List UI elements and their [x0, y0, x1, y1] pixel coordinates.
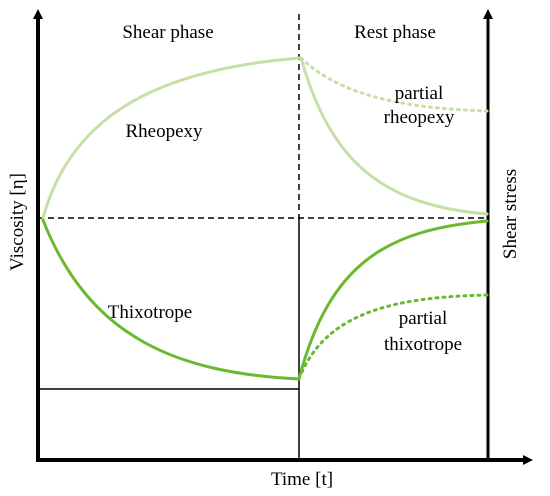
partial-rheopexy-label-2: rheopexy — [384, 107, 455, 128]
thixotrope-rest-curve — [297, 219, 489, 381]
y-axis-label: Viscosity [η] — [7, 173, 28, 271]
partial-rheopexy-curve — [299, 56, 489, 113]
shear-phase-label: Shear phase — [122, 22, 213, 43]
thixotrope-curve — [41, 218, 301, 381]
x-axis-label: Time [t] — [271, 469, 333, 490]
partial-thixotrope-label-2: thixotrope — [384, 334, 462, 355]
rheopexy-curve — [41, 56, 302, 220]
rest-phase-label: Rest phase — [354, 22, 436, 43]
rheopexy-rest-curve — [299, 56, 489, 216]
shear-stress-label: Shear stress — [500, 169, 521, 259]
rheopexy-label: Rheopexy — [125, 121, 203, 142]
thixotrope-label: Thixotrope — [108, 302, 192, 323]
partial-thixotrope-label-1: partial — [399, 308, 448, 329]
partial-rheopexy-label-1: partial — [395, 83, 444, 104]
partial-thixotrope-curve — [300, 293, 489, 374]
